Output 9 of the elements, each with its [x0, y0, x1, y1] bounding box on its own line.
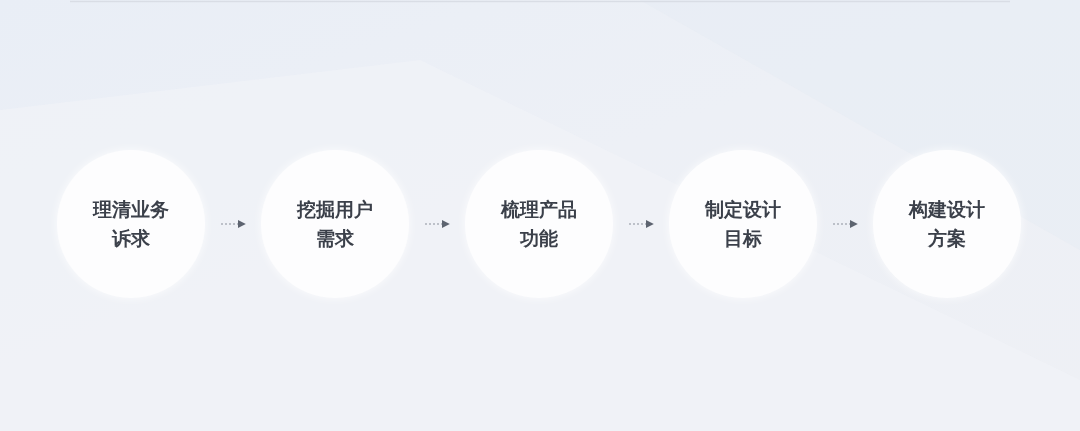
step-label: 理清业务诉求 — [91, 197, 170, 251]
step-label: 挖掘用户需求 — [295, 197, 374, 251]
step-label: 构建设计方案 — [907, 197, 986, 251]
step-label: 梳理产品功能 — [499, 197, 578, 251]
step-label: 制定设计目标 — [704, 197, 782, 251]
arrow — [832, 220, 858, 228]
arrow — [424, 220, 450, 228]
arrow — [628, 220, 654, 228]
arrow — [220, 220, 246, 228]
